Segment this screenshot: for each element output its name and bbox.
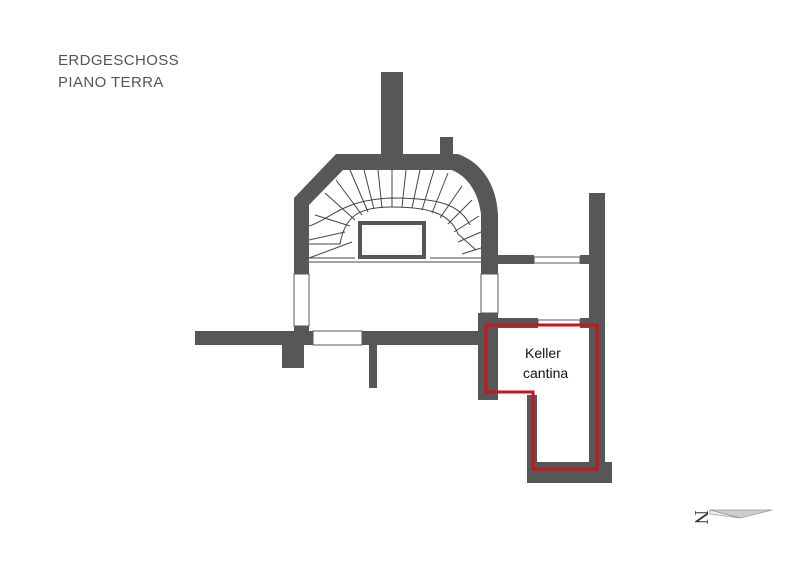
window-bottom — [312, 330, 363, 346]
tread — [377, 169, 383, 209]
left-wall-upper — [294, 268, 309, 274]
right-wall-upper — [481, 268, 498, 274]
cellar-top-wall-right — [580, 318, 594, 328]
tread — [439, 185, 463, 219]
left-wall-lower — [294, 326, 309, 333]
windows — [293, 256, 581, 346]
bottom-wall — [528, 462, 612, 483]
tread — [314, 214, 351, 227]
tread — [308, 241, 353, 259]
room-label-keller: Keller — [525, 345, 561, 361]
tread — [457, 231, 482, 243]
north-arrow: N — [690, 509, 773, 524]
wall-pier — [282, 331, 304, 368]
walls — [195, 72, 612, 483]
tread — [363, 169, 375, 210]
north-arrow-pointer-lower — [709, 509, 741, 519]
cellar-highlight — [484, 323, 599, 471]
tread — [349, 169, 369, 213]
thin-partition — [369, 345, 377, 388]
chimney — [381, 72, 403, 160]
tread — [421, 169, 435, 211]
plan-title: ERDGESCHOSS PIANO TERRA — [58, 50, 179, 94]
cellar-top-wall-left — [488, 318, 538, 328]
staircase — [308, 169, 482, 263]
corridor-top-wall-right — [580, 255, 592, 264]
tread — [447, 199, 473, 225]
tread — [461, 247, 482, 255]
tread — [453, 215, 480, 233]
tread — [335, 179, 363, 216]
room-label-cantina: cantina — [523, 365, 568, 381]
tread — [411, 169, 421, 209]
window-left — [293, 273, 310, 327]
title-german: ERDGESCHOSS — [58, 52, 180, 69]
title-italian: PIANO TERRA — [58, 74, 164, 91]
stair-eye — [358, 221, 426, 259]
tread — [431, 172, 449, 214]
tread — [324, 192, 356, 221]
tread — [308, 231, 346, 241]
right-wall-lower — [478, 313, 498, 400]
small-chimney — [440, 137, 453, 159]
north-letter-icon: N — [690, 510, 712, 524]
window-right — [480, 273, 499, 314]
tread — [401, 169, 407, 208]
middle-wall — [362, 331, 480, 345]
window-corridor — [533, 256, 581, 264]
corridor-top-wall-left — [498, 255, 534, 264]
